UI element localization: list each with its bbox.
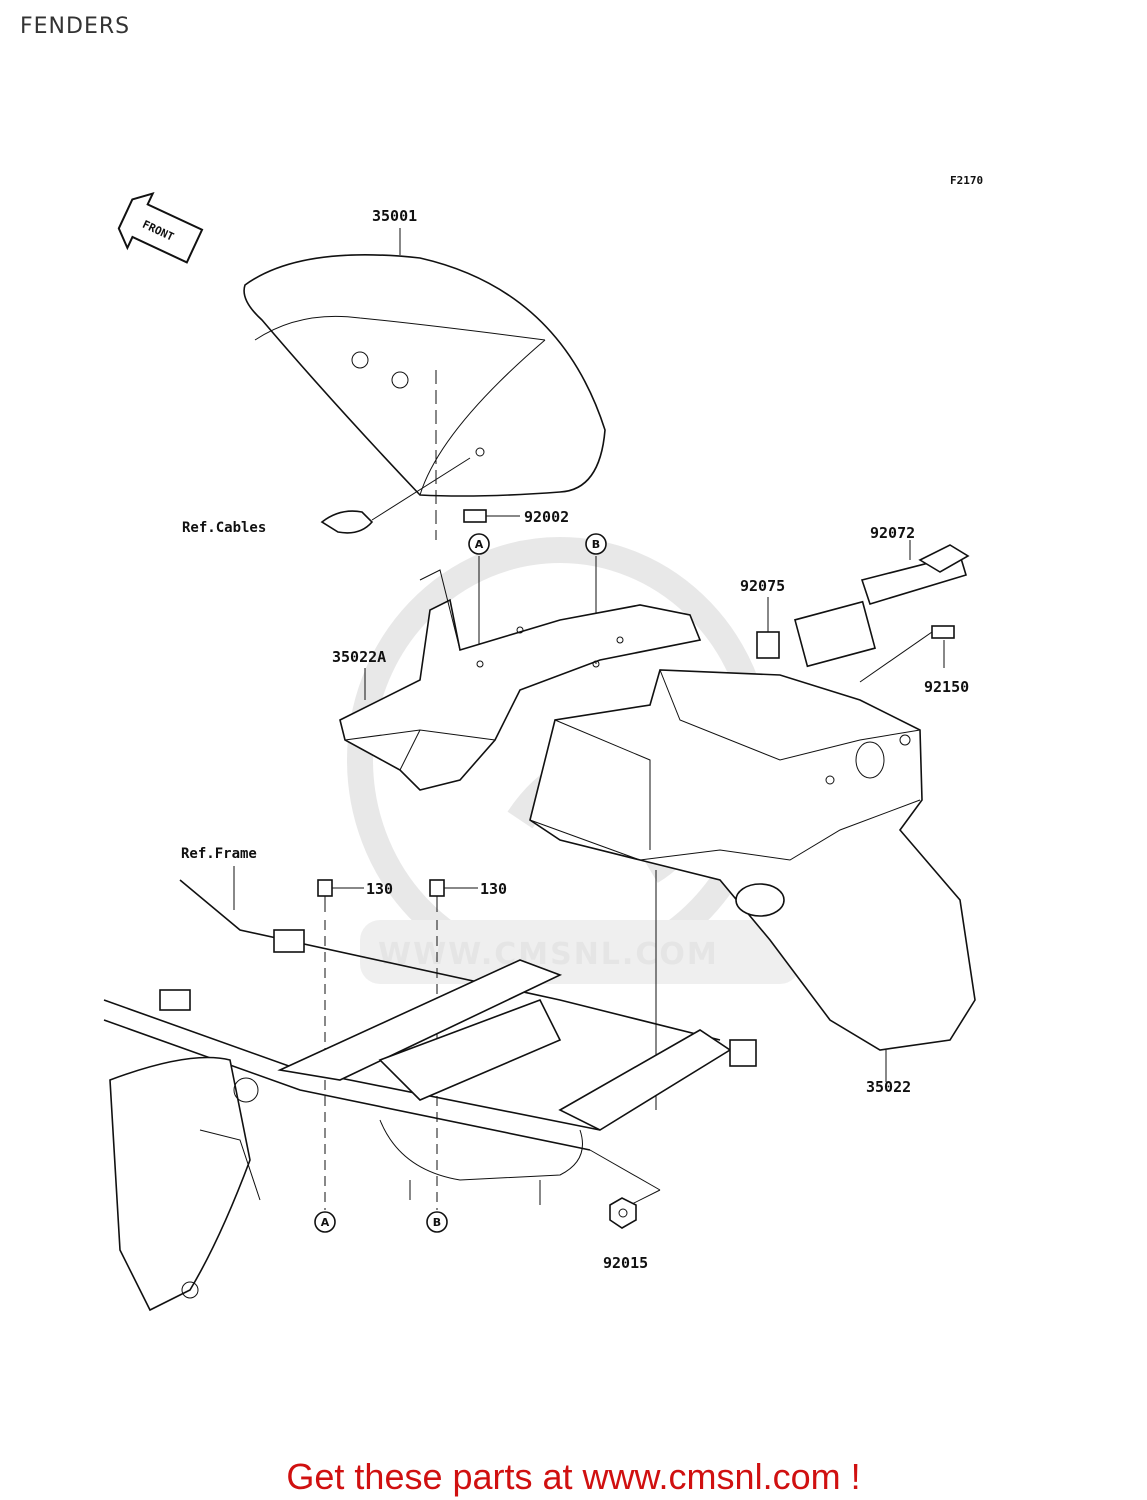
marker-a-bottom: A: [314, 1211, 336, 1233]
svg-text:A: A: [475, 538, 484, 551]
part-label-35022a: 35022A: [332, 648, 386, 666]
part-label-92072: 92072: [870, 524, 915, 542]
nut-92015: [609, 1189, 661, 1229]
page-title: FENDERS: [20, 14, 131, 39]
part-label-35001: 35001: [372, 207, 417, 225]
part-label-92075: 92075: [740, 577, 785, 595]
part-label-92150: 92150: [924, 678, 969, 696]
watermark-text: WWW.CMSNL.COM: [378, 937, 719, 972]
footer-link[interactable]: Get these parts at www.cmsnl.com !: [0, 1456, 1147, 1498]
rear-fender-35022: [529, 669, 976, 1110]
svg-text:A: A: [321, 1216, 330, 1229]
marker-b-bottom: B: [426, 1211, 448, 1233]
part-label-92015: 92015: [603, 1254, 648, 1272]
ref-cables-label: Ref.Cables: [182, 520, 266, 536]
svg-text:B: B: [433, 1216, 441, 1229]
front-arrow-icon: FRONT: [117, 191, 204, 264]
cable-clip: [320, 457, 471, 534]
bolt-92002: [463, 509, 520, 523]
diagram-code: F2170: [950, 174, 983, 187]
inner-fender-35022a: [339, 569, 702, 791]
cmsnl-link[interactable]: Get these parts at www.cmsnl.com !: [286, 1456, 861, 1497]
marker-a-top: A: [468, 533, 490, 664]
svg-text:B: B: [592, 538, 600, 551]
part-label-92002: 92002: [524, 508, 569, 526]
pad-92075: [756, 597, 780, 659]
part-label-130-left: 130: [366, 880, 393, 898]
front-fender-35001: [243, 228, 606, 540]
screw-92150: [859, 625, 955, 683]
frame-reference: [103, 879, 757, 1312]
part-label-130-right: 130: [480, 880, 507, 898]
strap-92072: [794, 540, 970, 668]
fenders-parts-diagram: WWW.CMSNL.COM F2170 FRONT 35001 Ref.Cabl…: [103, 174, 983, 1312]
part-label-35022: 35022: [866, 1078, 911, 1096]
ref-frame-label: Ref.Frame: [181, 846, 257, 862]
